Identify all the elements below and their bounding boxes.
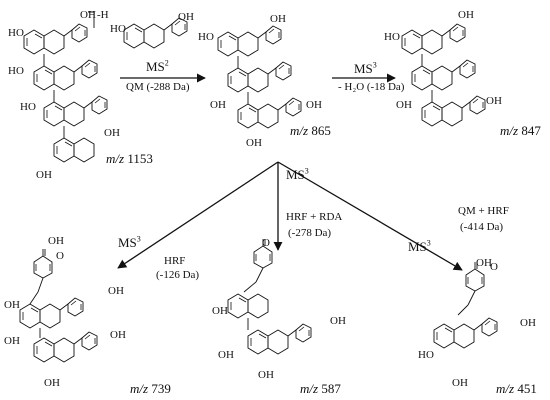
- atom-label-oh: OH: [80, 9, 96, 21]
- mz-865-label: m/z 865: [290, 123, 331, 138]
- atom-label-ho: HO: [110, 23, 126, 35]
- mz-847-label: m/z 847: [500, 123, 541, 138]
- loss-right: (-414 Da): [460, 221, 504, 233]
- structure-mz587: [227, 238, 312, 355]
- atom-label-oh: OH: [110, 329, 126, 341]
- ms3-label-dehydration: MS3: [354, 60, 377, 76]
- atom-label-oh: OH: [212, 305, 228, 317]
- atom-label-oh: OH: [4, 299, 20, 311]
- atom-label-oh: OH: [458, 9, 474, 21]
- atom-label-oh: OH: [452, 377, 468, 389]
- structure-mz739: [19, 248, 98, 363]
- ms3-label-left: MS3: [118, 234, 141, 250]
- mz-739-label: m/z 739: [130, 381, 171, 396]
- structure-mz865: [217, 25, 302, 129]
- atom-label-ho: HO: [198, 31, 214, 43]
- atom-label-oh: OH: [178, 11, 194, 23]
- atom-label-oh: OH: [108, 285, 124, 297]
- atom-label-oh: OH: [476, 257, 492, 269]
- atom-label-oh: OH: [246, 137, 262, 149]
- mechanism-right: QM + HRF: [458, 205, 509, 217]
- mechanism-middle: HRF + RDA: [286, 211, 343, 223]
- atom-label-oh: OH: [520, 317, 536, 329]
- ms2-label: MS2: [146, 58, 169, 74]
- structure-mz847: [401, 23, 486, 127]
- atom-label-o: O: [262, 237, 270, 249]
- mz-587-label: m/z 587: [300, 381, 341, 396]
- atom-label-oh: OH: [270, 13, 286, 25]
- atom-label-oh: OH: [36, 169, 52, 181]
- loss-water: - H₂O (-18 Da): [338, 81, 405, 93]
- atom-label-ho: HO: [20, 101, 36, 113]
- atom-label-oh: OH: [44, 377, 60, 389]
- loss-quinone-methide: QM (-288 Da): [126, 81, 190, 93]
- atom-label-oh: OH: [258, 369, 274, 381]
- loss-left: (-126 Da): [156, 269, 200, 281]
- atom-label-o: O: [56, 250, 64, 262]
- charge-label: -H: [97, 9, 109, 21]
- arrow-branch-right: [277, 161, 463, 271]
- mechanism-left: HRF: [164, 255, 186, 267]
- mz-1153-label: m/z 1153: [106, 151, 153, 166]
- atom-label-oh: OH: [396, 99, 412, 111]
- atom-label-ho: HO: [8, 65, 24, 77]
- atom-label-ho: HO: [8, 27, 24, 39]
- ms3-label-middle: MS3: [286, 166, 309, 182]
- atom-label-oh: OH: [330, 315, 346, 327]
- loss-middle: (-278 Da): [288, 227, 332, 239]
- atom-label-o: O: [490, 261, 498, 273]
- atom-label-oh: OH: [104, 127, 120, 139]
- atom-label-oh: OH: [306, 99, 322, 111]
- structure-mz451: [433, 261, 498, 349]
- atom-label-ho: HO: [418, 349, 434, 361]
- structure-mz1153: [23, 11, 108, 163]
- arrow-branch-left: [117, 161, 279, 269]
- atom-label-oh: OH: [210, 99, 226, 111]
- atom-label-oh: OH: [218, 349, 234, 361]
- atom-label-ho: HO: [384, 31, 400, 43]
- mz-451-label: m/z 451: [496, 381, 537, 396]
- atom-label-oh: OH: [48, 235, 64, 247]
- ms3-label-right: MS3: [408, 238, 431, 254]
- atom-label-oh: OH: [486, 95, 502, 107]
- atom-label-oh: OH: [4, 335, 20, 347]
